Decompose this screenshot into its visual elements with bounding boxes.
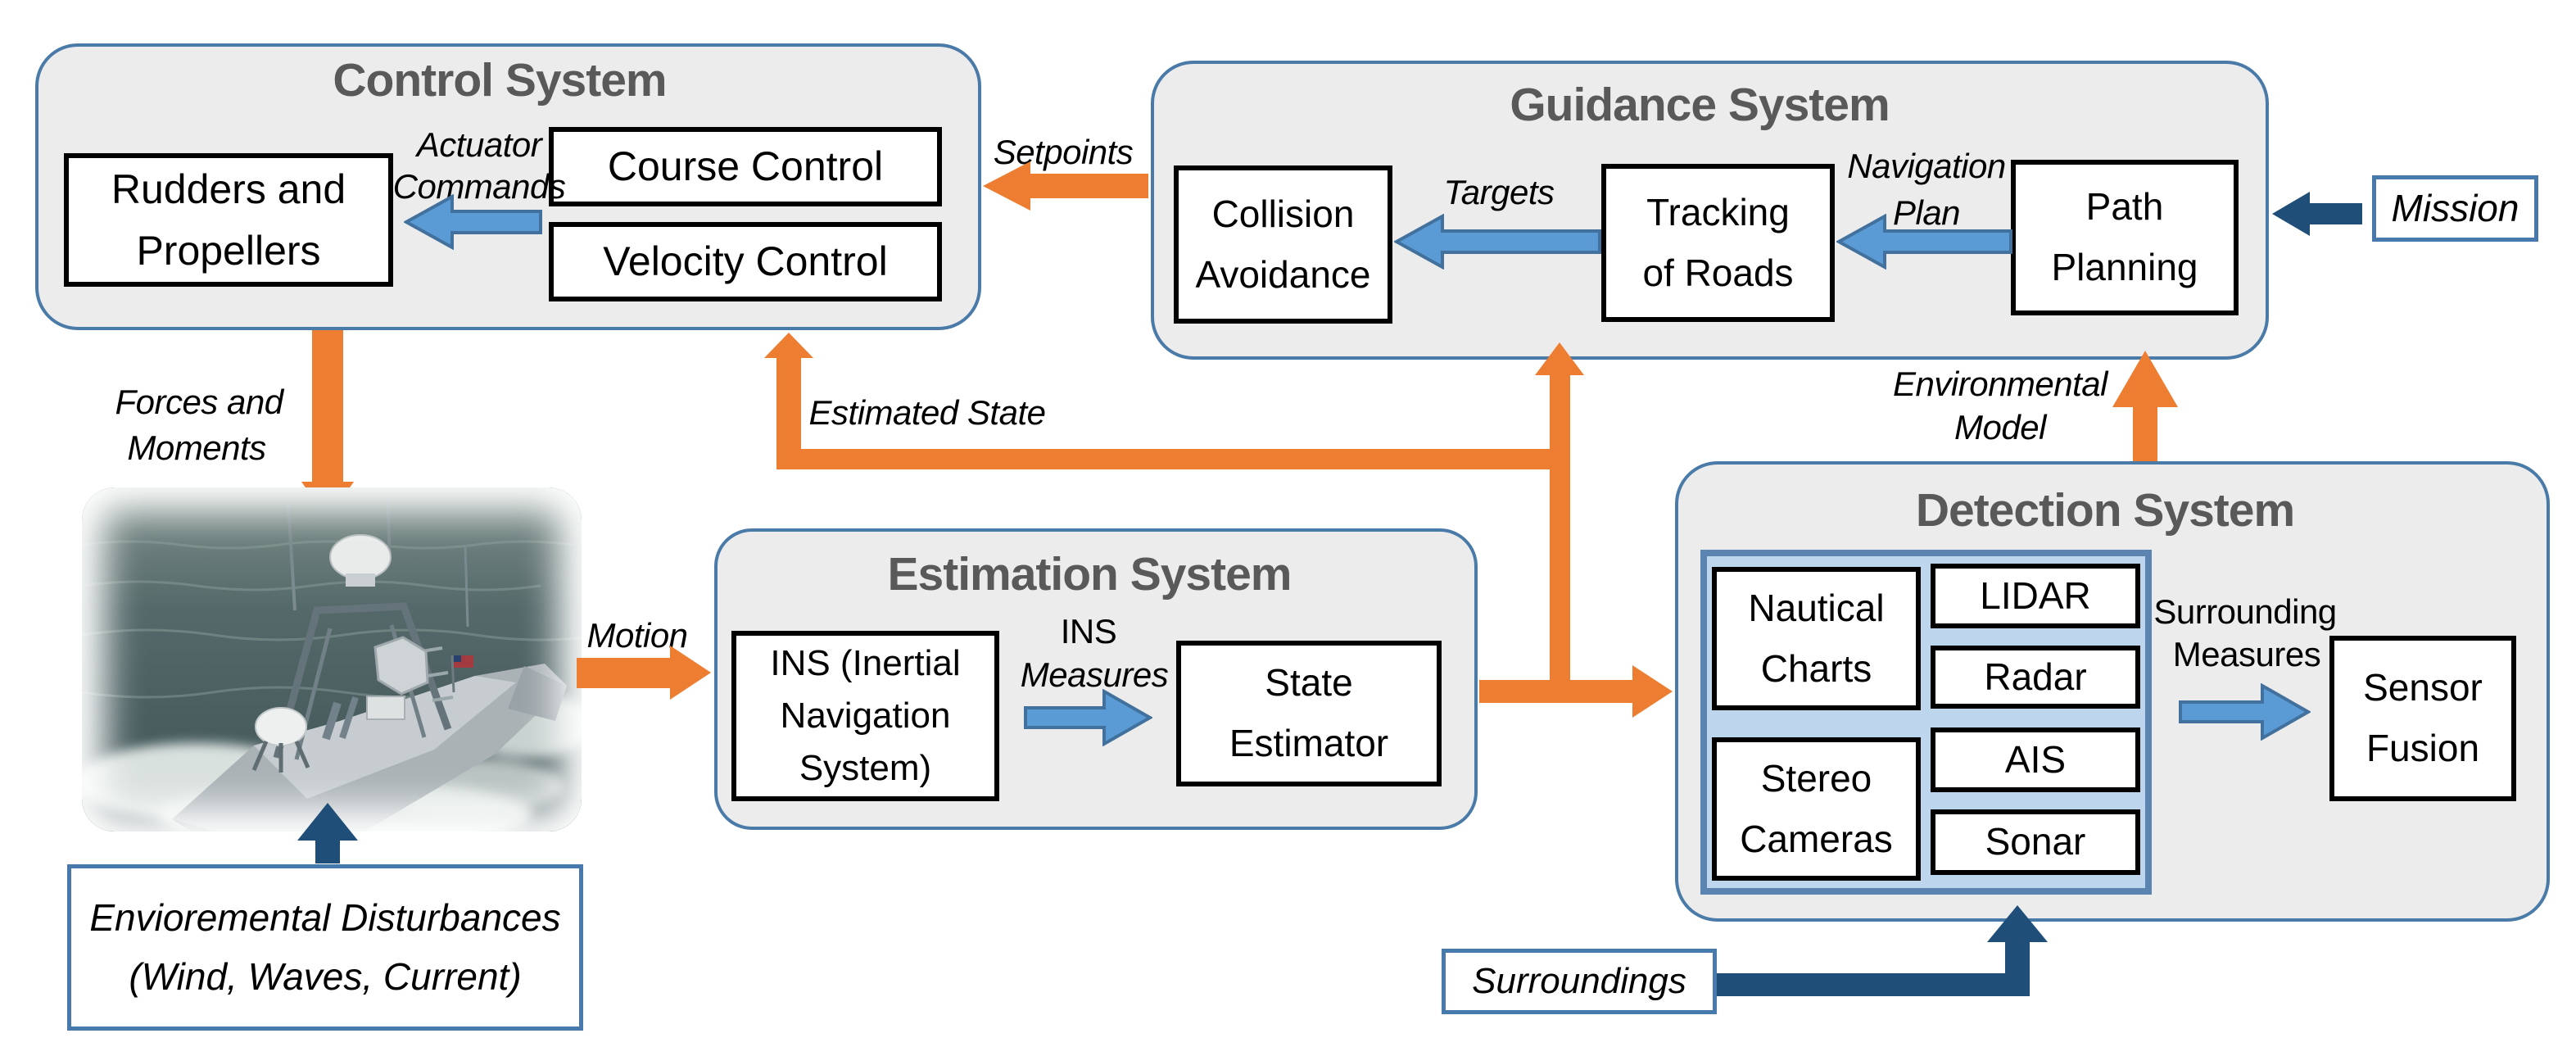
detection-system-title: Detection System bbox=[1915, 484, 2295, 537]
vessel-illustration bbox=[82, 487, 582, 832]
tracking-of-roads-box: Tracking of Roads bbox=[1601, 164, 1835, 322]
mission-arrow bbox=[2272, 192, 2362, 236]
surrounding-measures-arrow bbox=[2179, 683, 2311, 741]
targets-label: Targets bbox=[1443, 173, 1555, 211]
setpoints-arrow bbox=[983, 161, 1148, 211]
vessel-superstructure bbox=[251, 493, 473, 773]
state-estimator-line1: State bbox=[1265, 661, 1353, 705]
actuator-commands-label-line2: Commands bbox=[392, 167, 566, 206]
surroundings-label: Surroundings bbox=[1472, 960, 1686, 1001]
estimated-state-arrow-head-guidance bbox=[1535, 342, 1584, 375]
env-disturbances-line2: (Wind, Waves, Current) bbox=[129, 954, 522, 998]
course-control-box: Course Control bbox=[549, 127, 942, 206]
navigation-plan-label-line1: Navigation bbox=[1847, 147, 2006, 185]
navigation-plan-label-line2: Plan bbox=[1892, 193, 1961, 232]
stereo-line2: Cameras bbox=[1740, 817, 1893, 860]
environmental-model-arrow-bar bbox=[2133, 406, 2157, 462]
surroundings-connector-horizontal bbox=[1717, 973, 2030, 996]
velocity-control-label: Velocity Control bbox=[603, 238, 888, 284]
ins-box: INS (Inertial Navigation System) bbox=[731, 631, 999, 801]
surroundings-box: Surroundings bbox=[1442, 949, 1717, 1014]
mission-box: Mission bbox=[2372, 175, 2538, 242]
environmental-model-label-line1: Environmental bbox=[1893, 365, 2107, 403]
environmental-model-label-line2: Model bbox=[1954, 408, 2046, 446]
estimated-state-horizontal-bar bbox=[776, 449, 1570, 469]
vessel-hull bbox=[172, 664, 567, 832]
guidance-system-title: Guidance System bbox=[1510, 79, 1890, 131]
path-line2: Planning bbox=[2051, 246, 2198, 288]
forces-moments-label-line2: Moments bbox=[127, 428, 266, 467]
collision-line2: Avoidance bbox=[1195, 252, 1371, 296]
sensor-fusion-line2: Fusion bbox=[2365, 727, 2480, 769]
navigation-plan-arrow bbox=[1836, 214, 2012, 270]
targets-arrow bbox=[1394, 214, 1601, 270]
tracking-line2: of Roads bbox=[1642, 251, 1794, 294]
stereo-cameras-box: Stereo Cameras bbox=[1712, 737, 1921, 881]
sensor-fusion-line1: Sensor bbox=[2363, 666, 2483, 709]
surroundings-connector-vertical bbox=[2005, 942, 2030, 996]
ins-measures-label-line2: Measures bbox=[1020, 655, 1169, 694]
nautical-charts-box: Nautical Charts bbox=[1712, 567, 1921, 710]
control-system-title: Control System bbox=[333, 54, 667, 107]
ins-measures-label-line1: INS bbox=[1060, 612, 1117, 650]
ins-measures-arrow bbox=[1024, 689, 1152, 746]
env-disturbances-line1: Envioremental Disturbances bbox=[89, 896, 561, 940]
forces-arrow-bar bbox=[312, 330, 343, 483]
motion-arrow-head bbox=[670, 646, 711, 700]
velocity-control-box: Velocity Control bbox=[549, 222, 942, 301]
actuator-commands-arrow bbox=[404, 194, 542, 250]
rudders-line1: Rudders and bbox=[111, 165, 346, 212]
path-line1: Path bbox=[2085, 185, 2164, 229]
lidar-label: LIDAR bbox=[1980, 573, 2091, 617]
estimated-state-lower-bar bbox=[1479, 680, 1632, 703]
nautical-line1: Nautical bbox=[1748, 586, 1885, 629]
collision-line1: Collision bbox=[1211, 192, 1355, 235]
tracking-line1: Tracking bbox=[1646, 190, 1790, 233]
environmental-model-arrow-head bbox=[2112, 351, 2178, 407]
forces-moments-label-line1: Forces and bbox=[115, 383, 283, 421]
nautical-line2: Charts bbox=[1760, 646, 1872, 690]
sonar-box: Sonar bbox=[1931, 809, 2140, 875]
ins-line2: Navigation bbox=[780, 696, 951, 736]
env-disturbance-arrow-bar bbox=[315, 839, 340, 863]
course-control-label: Course Control bbox=[607, 143, 884, 189]
setpoints-label: Setpoints bbox=[993, 133, 1134, 171]
surrounding-measures-label-line1: Surrounding bbox=[2153, 592, 2337, 631]
environmental-disturbances-box: Envioremental Disturbances (Wind, Waves,… bbox=[67, 864, 583, 1031]
surrounding-measures-label-line2: Measures bbox=[2172, 635, 2321, 673]
ais-label: AIS bbox=[2004, 737, 2067, 781]
radar-box: Radar bbox=[1931, 646, 2140, 709]
estimation-system-title: Estimation System bbox=[887, 548, 1293, 601]
path-planning-box: Path Planning bbox=[2011, 160, 2239, 315]
vessel-photo bbox=[82, 487, 582, 832]
estimated-state-arrow-head-control bbox=[764, 333, 813, 358]
estimated-state-junction-vertical bbox=[1550, 373, 1570, 703]
collision-avoidance-box: Collision Avoidance bbox=[1174, 165, 1392, 324]
ins-line1: INS (Inertial bbox=[770, 643, 961, 684]
radar-label: Radar bbox=[1984, 655, 2087, 698]
sonar-label: Sonar bbox=[1985, 820, 2086, 863]
lidar-box: LIDAR bbox=[1931, 564, 2140, 628]
estimated-state-arrow-head-detection bbox=[1632, 665, 1673, 718]
mission-label: Mission bbox=[2391, 186, 2519, 229]
sensor-fusion-box: Sensor Fusion bbox=[2329, 636, 2516, 801]
actuator-commands-label-line1: Actuator bbox=[416, 125, 542, 164]
state-estimator-box: State Estimator bbox=[1176, 641, 1442, 786]
ins-line3: System) bbox=[799, 747, 932, 788]
rudders-line2: Propellers bbox=[136, 227, 321, 274]
motion-arrow-bar bbox=[577, 658, 670, 688]
rudders-propellers-box: Rudders and Propellers bbox=[64, 153, 393, 287]
stereo-line1: Stereo bbox=[1760, 756, 1872, 800]
estimated-state-label: Estimated State bbox=[808, 393, 1046, 432]
env-disturbance-arrow-head bbox=[297, 803, 358, 841]
state-estimator-line2: Estimator bbox=[1229, 722, 1389, 764]
ais-box: AIS bbox=[1931, 727, 2140, 792]
surroundings-arrow-head bbox=[1987, 905, 2048, 942]
